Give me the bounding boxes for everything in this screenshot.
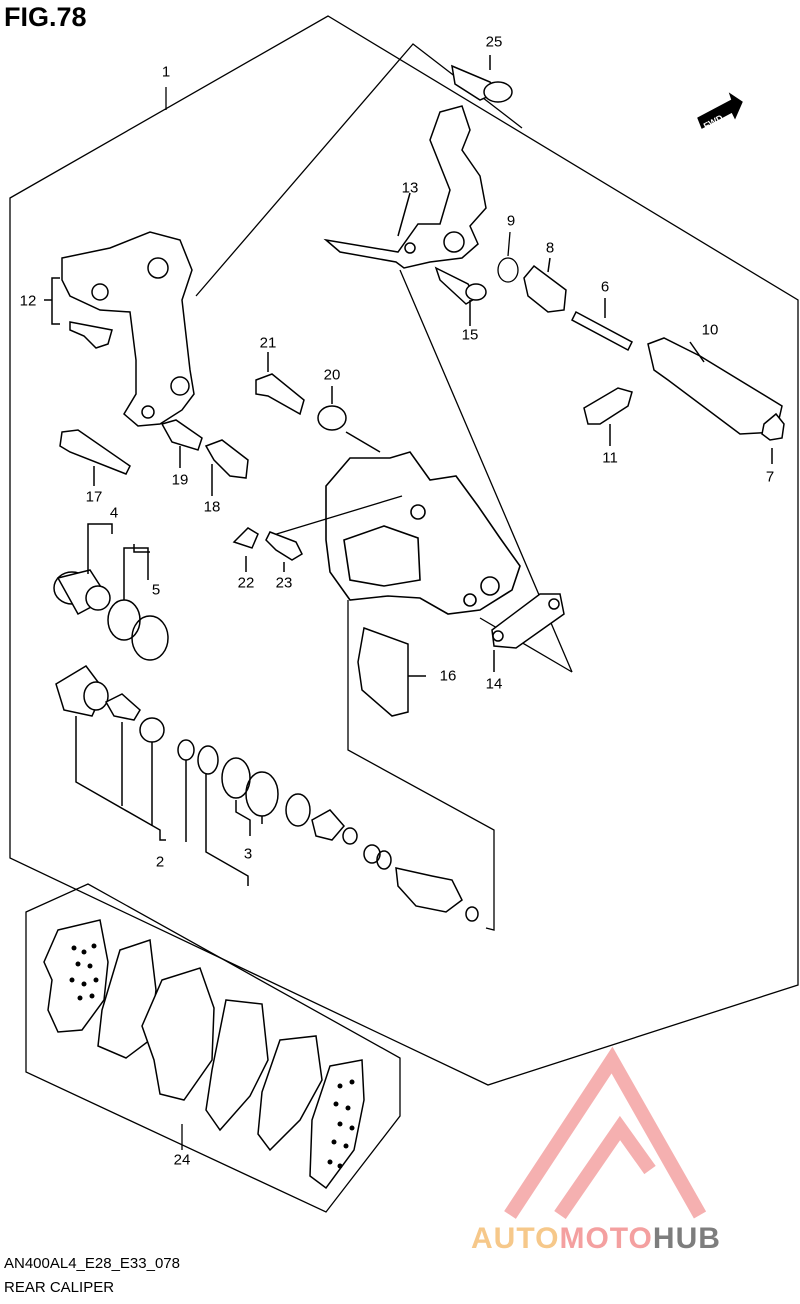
sleeve-10 xyxy=(647,337,783,435)
bolt-25 xyxy=(451,55,513,103)
brake-pads-24 xyxy=(43,919,365,1190)
pads-outline xyxy=(25,883,401,1213)
callout-12: 12 xyxy=(19,292,37,310)
callout-3: 3 xyxy=(243,845,253,863)
caliper-box xyxy=(347,600,495,931)
callout-7: 7 xyxy=(765,468,775,486)
bracket-13 xyxy=(323,105,487,269)
pin-19 xyxy=(160,419,203,468)
callout-13: 13 xyxy=(401,179,419,197)
figure-code: AN400AL4_E28_E33_078 xyxy=(4,1255,180,1272)
callout-22: 22 xyxy=(237,574,255,592)
callout-9: 9 xyxy=(506,212,516,230)
bracket-12 xyxy=(44,231,195,427)
callout-14: 14 xyxy=(485,675,503,693)
watermark-word-auto: AUTO xyxy=(471,1222,560,1255)
boot-20 xyxy=(317,386,381,453)
callout-1: 1 xyxy=(161,63,171,81)
nut-7 xyxy=(761,412,785,464)
bleeder-22 xyxy=(232,527,259,572)
spring-11 xyxy=(583,387,633,446)
watermark-text: AUTOMOTOHUB xyxy=(471,1222,721,1256)
pin-18 xyxy=(204,439,249,496)
caliper-body xyxy=(325,451,521,615)
callout-16: 16 xyxy=(439,667,457,685)
seals-5 xyxy=(107,544,169,661)
boot-8 xyxy=(523,257,567,313)
fwd-arrow-icon xyxy=(697,92,743,129)
piston-4 xyxy=(53,523,113,616)
oring-9 xyxy=(497,257,519,283)
callout-24: 24 xyxy=(173,1151,191,1169)
callout-15: 15 xyxy=(461,326,479,344)
cap-23 xyxy=(265,531,303,572)
watermark-word-moto: MOTO xyxy=(559,1222,653,1255)
figure-name: REAR CALIPER xyxy=(4,1279,115,1296)
rod-6 xyxy=(571,298,633,352)
callout-21: 21 xyxy=(259,334,277,352)
piston-assembly-2 xyxy=(55,665,479,922)
callout-5: 5 xyxy=(151,581,161,599)
watermark-logo xyxy=(504,1046,707,1219)
callout-19: 19 xyxy=(171,471,189,489)
callout-6: 6 xyxy=(600,278,610,296)
callout-2: 2 xyxy=(155,853,165,871)
callout-8: 8 xyxy=(545,239,555,257)
callout-18: 18 xyxy=(203,498,221,516)
bracket-box xyxy=(195,43,523,297)
gasket-14 xyxy=(491,593,565,672)
callout-10: 10 xyxy=(701,321,719,339)
callout-11: 11 xyxy=(602,449,618,467)
callout-17: 17 xyxy=(85,488,103,506)
callout-4: 4 xyxy=(109,504,119,522)
pin-17 xyxy=(59,429,131,486)
callout-20: 20 xyxy=(323,366,341,384)
pin-21 xyxy=(255,352,305,416)
callout-25: 25 xyxy=(485,33,503,51)
figure-title: FIG.78 xyxy=(4,2,87,32)
watermark-word-hub: HUB xyxy=(652,1222,721,1255)
assembly-outline xyxy=(9,15,799,1086)
pad-dots xyxy=(69,943,355,1169)
callout-23: 23 xyxy=(275,574,293,592)
spring-plate-16 xyxy=(357,626,426,717)
bolt-15 xyxy=(434,266,487,326)
